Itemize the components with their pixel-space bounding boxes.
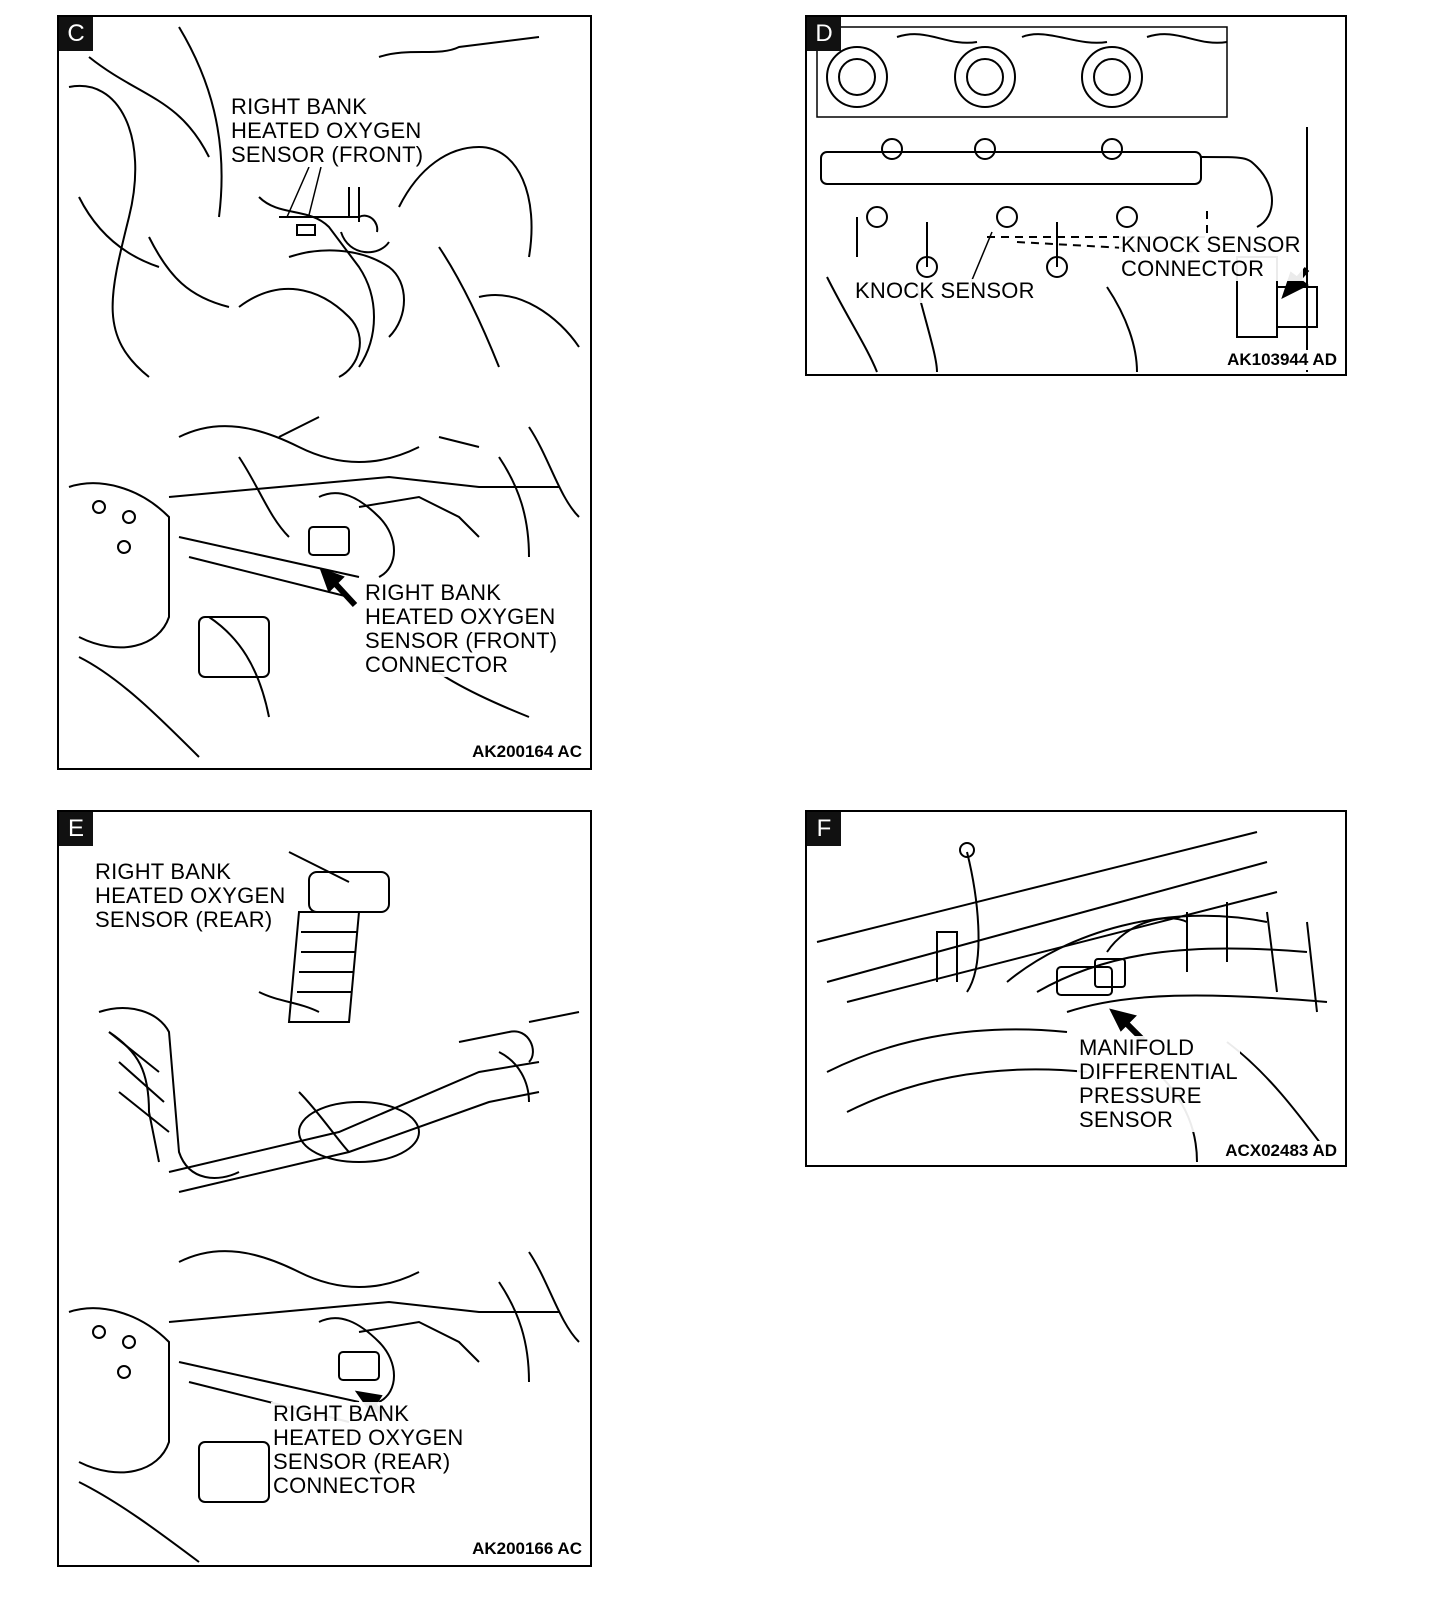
panel-f-illustration [816,831,1328,1163]
panel-e-label-connector: RIGHT BANK HEATED OXYGEN SENSOR (REAR) C… [271,1401,466,1498]
panel-f-label-sensor: MANIFOLD DIFFERENTIAL PRESSURE SENSOR [1077,1035,1240,1132]
panel-d: D KNOCK SENSOR KNOCK SENSOR CONNECTOR AK… [805,15,1347,376]
panel-f: F MANIFOLD DIFFERENTIAL PRESSURE SENSOR … [805,810,1347,1167]
panel-e: E RIGHT BANK HEATED OXYGEN SENSOR (REAR)… [57,810,592,1567]
panel-c-figure-code: AK200164 AC [470,742,584,762]
panel-e-figure-code: AK200166 AC [470,1539,584,1559]
panel-c-label-sensor: RIGHT BANK HEATED OXYGEN SENSOR (FRONT) [229,94,426,167]
panel-f-figure-code: ACX02483 AD [1223,1141,1339,1161]
panel-c: C RIGHT BANK HEATED OXYGEN SENSOR (FRONT… [57,15,592,770]
panel-d-label-knock-sensor: KNOCK SENSOR [853,278,1037,303]
panel-e-badge: E [59,812,93,846]
panel-c-label-connector: RIGHT BANK HEATED OXYGEN SENSOR (FRONT) … [363,580,560,677]
panel-d-figure-code: AK103944 AD [1225,350,1339,370]
panel-f-badge: F [807,812,841,846]
panel-e-label-sensor: RIGHT BANK HEATED OXYGEN SENSOR (REAR) [93,859,288,932]
panel-d-label-knock-connector: KNOCK SENSOR CONNECTOR [1119,232,1303,281]
panel-c-badge: C [59,17,93,51]
panel-d-badge: D [807,17,841,51]
panel-d-illustration [816,26,1318,373]
panel-c-illustration [59,26,590,758]
panel-e-illustration [59,851,590,1563]
